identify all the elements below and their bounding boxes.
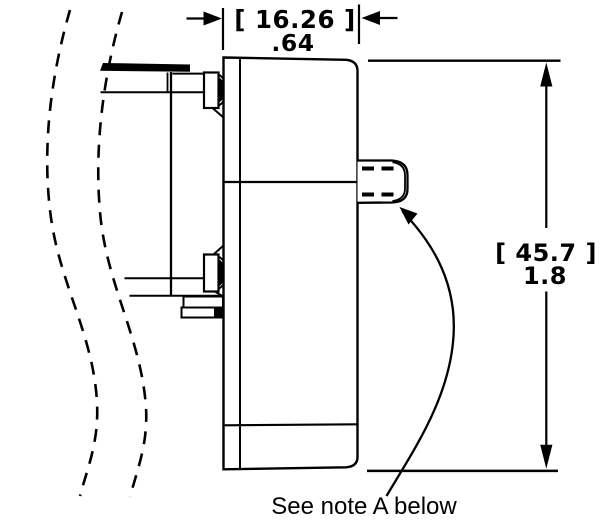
panel-break-lines (45, 9, 148, 498)
width-dimension-decimal: .64 (271, 29, 314, 57)
mounting-nut-top-chamfer (211, 107, 225, 119)
note-leader-arrowhead (399, 207, 418, 225)
threaded-stud-end-inner-line (392, 161, 406, 202)
mounting-nut-top (202, 71, 220, 110)
mounting-nut-bottom (202, 253, 220, 293)
height-dimension-decimal: 1.8 (523, 262, 567, 290)
device-body (222, 56, 403, 471)
panel-edge-filled-bar (100, 63, 190, 72)
height-dimension (367, 59, 561, 473)
width-arrow-left-head (203, 11, 222, 26)
width-dimension-bracketed: [ 16.26 ] (234, 5, 355, 34)
washer-step-1 (182, 295, 224, 309)
note-leader-curve (385, 210, 455, 497)
mounting-nut-bottom-chamfer-top (212, 244, 225, 256)
height-arrow-down-head (540, 444, 553, 469)
threaded-stud (357, 159, 409, 204)
washer-step-2-shaded-end (214, 308, 223, 317)
device-body-outline (222, 56, 359, 471)
break-line-right (96, 11, 148, 498)
device-body-divider-lower (223, 423, 358, 427)
width-arrow-right-head (361, 11, 380, 25)
height-arrow-up-head (540, 62, 553, 87)
bottom-mounting-assembly (124, 244, 229, 319)
note-label: See note A below (271, 493, 457, 520)
width-dimension (186, 4, 398, 50)
note-leader (385, 207, 455, 497)
break-line-left (45, 9, 99, 497)
height-dimension-bracketed: [ 45.7 ] (495, 239, 597, 267)
threaded-stud-outline (357, 159, 409, 204)
